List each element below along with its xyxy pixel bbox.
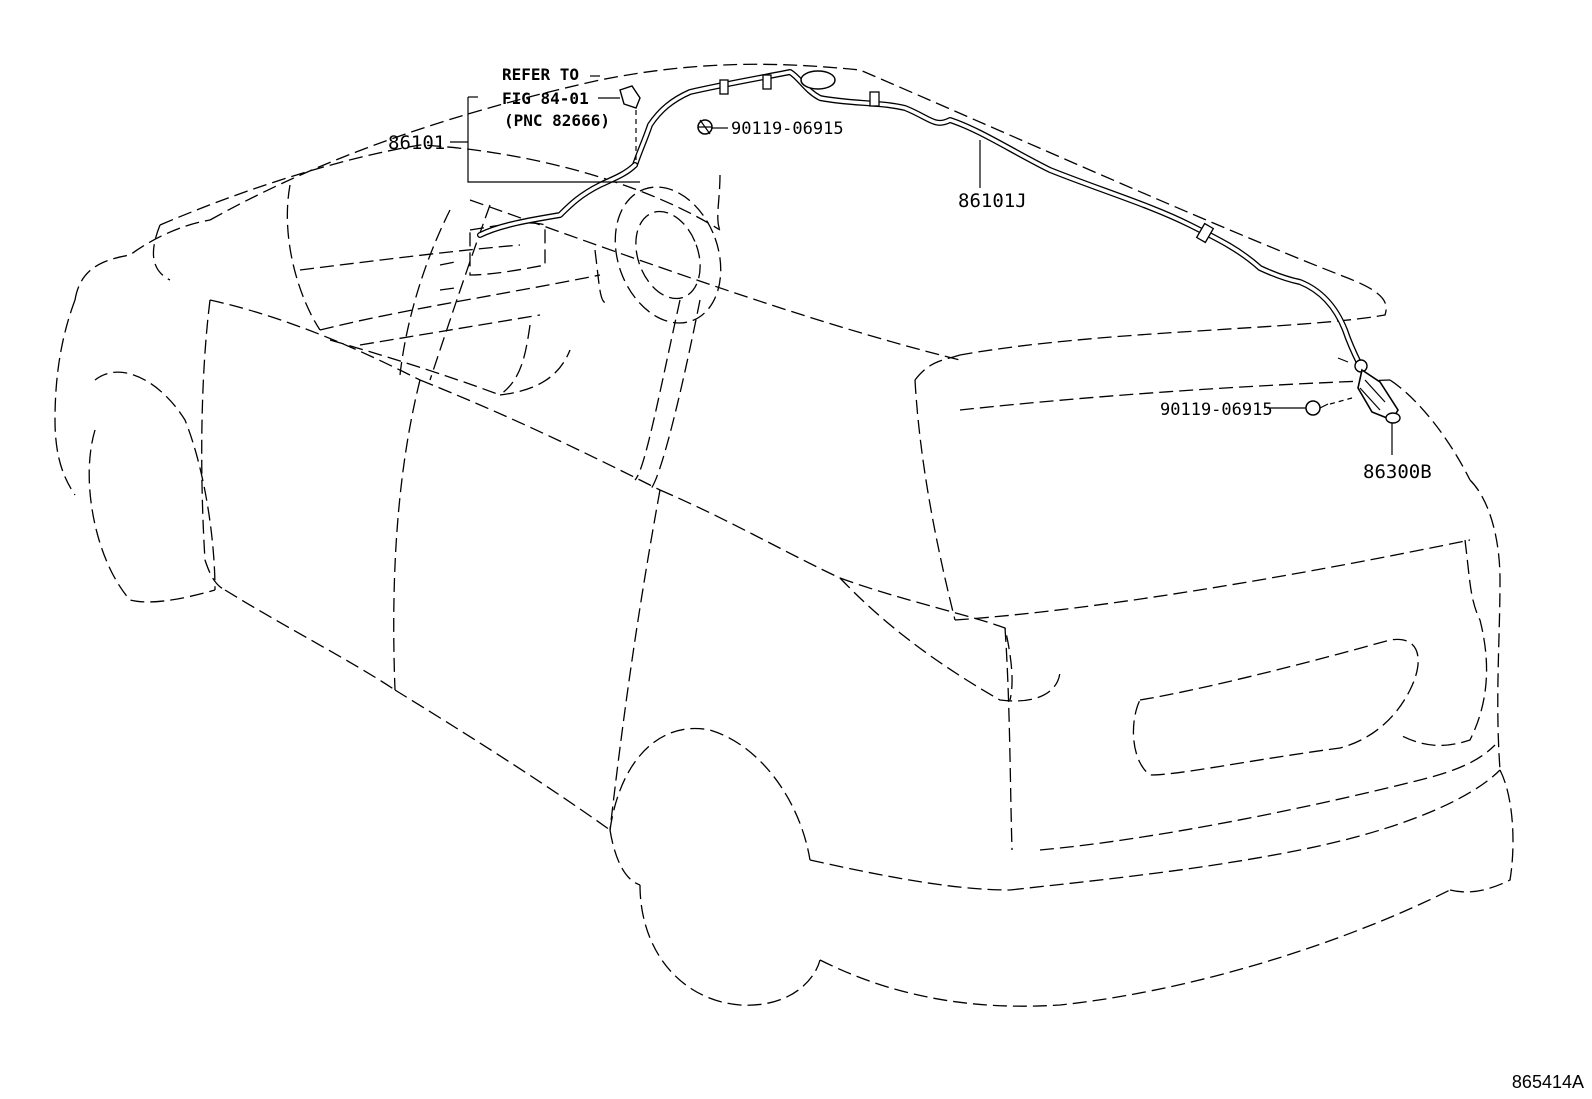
refer-note-line1: REFER TO <box>502 65 579 84</box>
bolt-top-icon <box>697 119 713 135</box>
part-number-86300b: 86300B <box>1363 461 1432 483</box>
refer-note-line3: (PNC 82666) <box>504 111 610 130</box>
figure-id: 865414A <box>1511 1072 1584 1092</box>
back-camera-86300b <box>1337 357 1401 424</box>
part-number-86101j: 86101J <box>958 190 1027 212</box>
part-number-86101: 86101 <box>388 132 445 154</box>
refer-note-line2: FIG 84-01 <box>502 89 589 108</box>
roof-wire-harness <box>477 69 1368 373</box>
part-number-bolt-top: 90119-06915 <box>731 119 844 139</box>
vehicle-outline <box>54 63 1514 1007</box>
bolt-right-icon <box>1305 397 1353 416</box>
part-number-bolt-right: 90119-06915 <box>1160 400 1273 420</box>
leader-lines <box>450 75 1393 455</box>
